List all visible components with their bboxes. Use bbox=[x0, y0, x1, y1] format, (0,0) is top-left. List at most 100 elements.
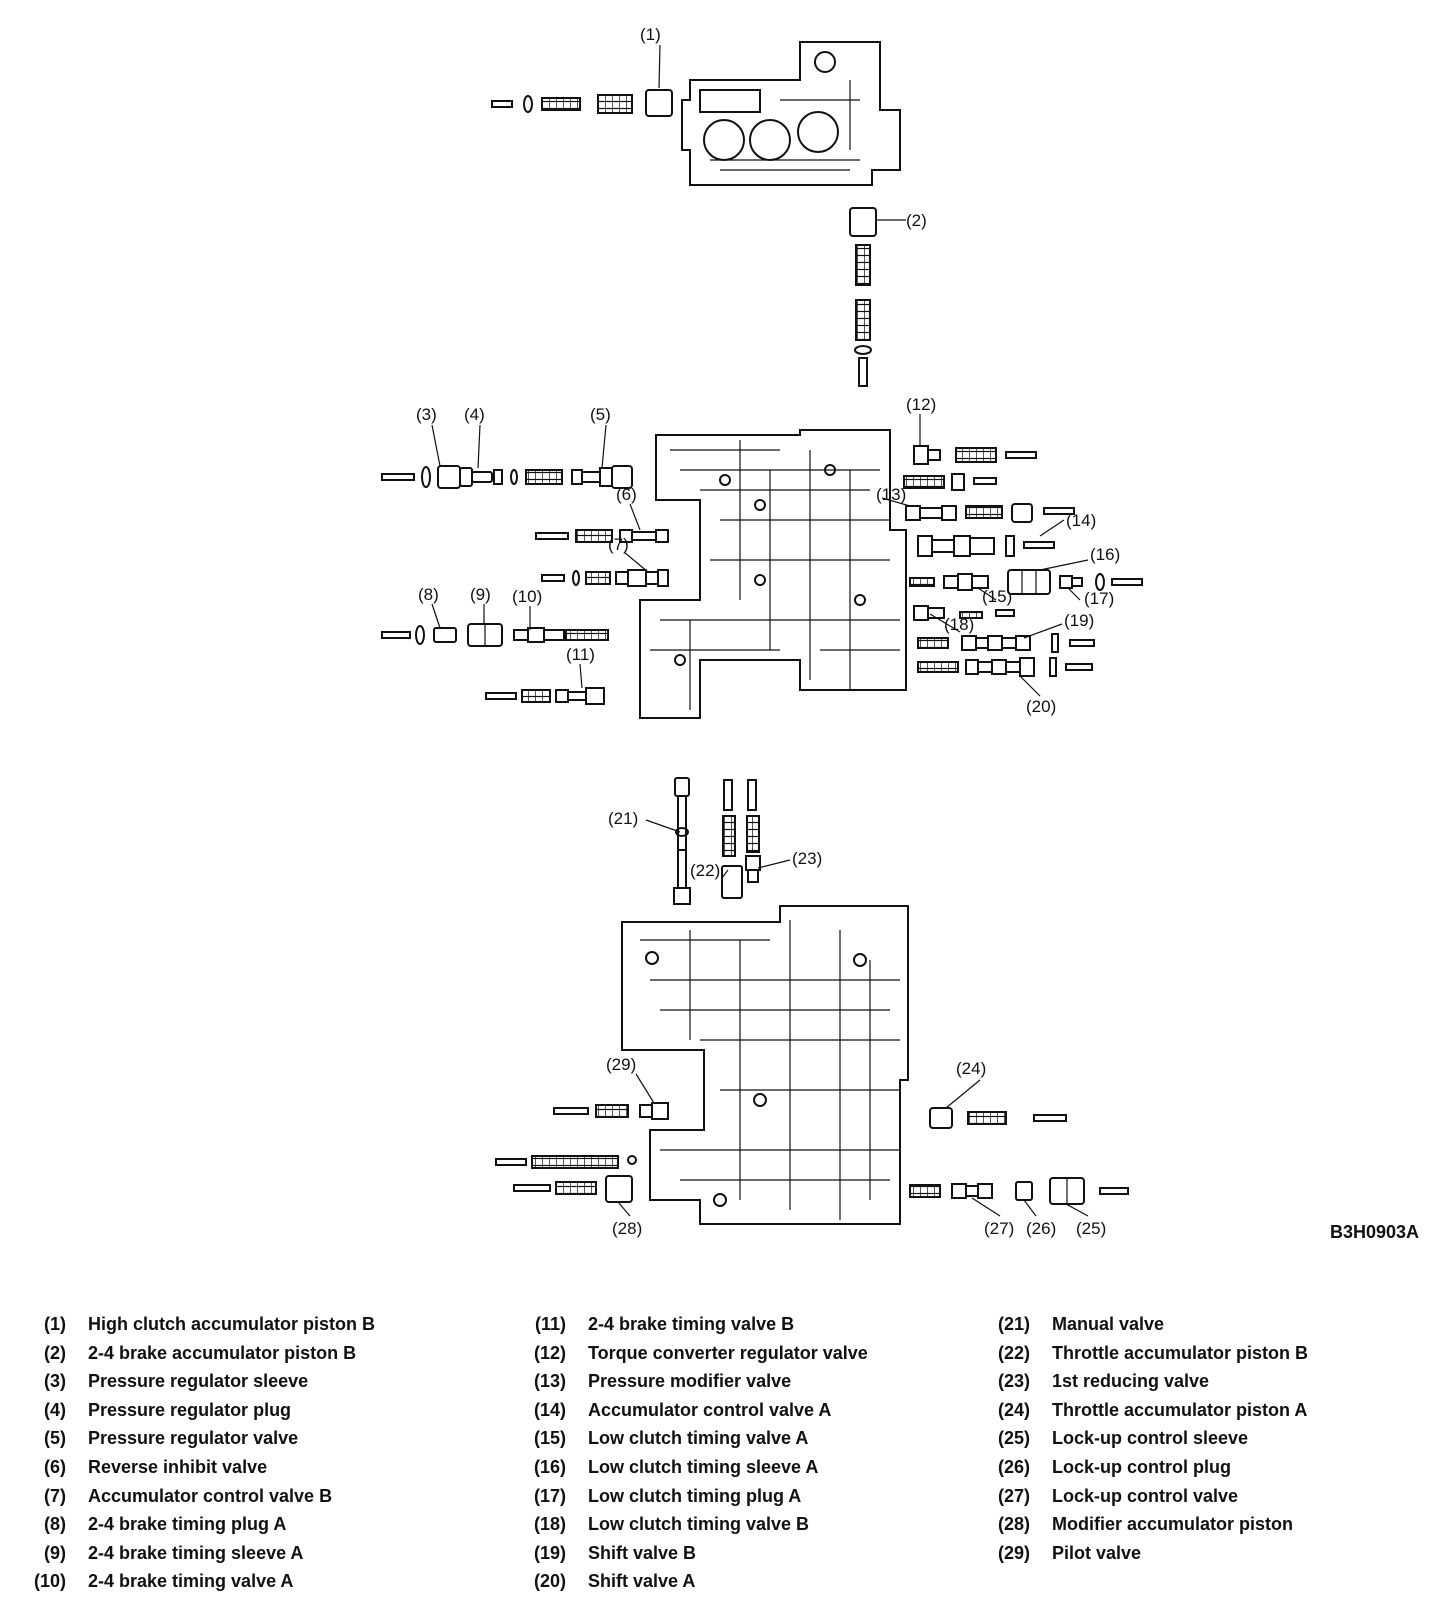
callout-label: (13) bbox=[876, 485, 906, 504]
right-valve-parts-12-to-20 bbox=[903, 445, 1143, 677]
legend-number: (24) bbox=[997, 1399, 1030, 1420]
lower-valve-body bbox=[621, 905, 909, 1225]
legend-number: (1) bbox=[44, 1314, 66, 1334]
legend-item: (10)2-4 brake timing valve A bbox=[18, 1567, 375, 1596]
legend-number: (23) bbox=[997, 1371, 1030, 1392]
part-2-2-4-brake-accumulator-piston-b bbox=[849, 207, 906, 387]
legend-label: 2-4 brake accumulator piston B bbox=[88, 1342, 357, 1363]
legend-label: 2-4 brake timing valve B bbox=[588, 1314, 795, 1334]
callout-label: (11) bbox=[566, 645, 595, 664]
legend-item: (14)Accumulator control valve A bbox=[518, 1396, 868, 1425]
callout-label: (2) bbox=[906, 211, 927, 230]
callout-label: (21) bbox=[608, 809, 638, 828]
legend-number: (6) bbox=[44, 1456, 66, 1477]
callout-label: (16) bbox=[1090, 545, 1120, 564]
callout-label: (27) bbox=[984, 1219, 1014, 1238]
legend-number: (4) bbox=[44, 1399, 66, 1420]
legend-label: 2-4 brake timing plug A bbox=[88, 1514, 287, 1535]
legend-number: (16) bbox=[533, 1456, 566, 1477]
legend-label: Pressure regulator valve bbox=[88, 1428, 299, 1449]
legend-number: (10) bbox=[33, 1571, 66, 1592]
legend-number: (7) bbox=[44, 1485, 66, 1506]
legend-item: (7)Accumulator control valve B bbox=[18, 1482, 375, 1511]
upper-valve-body bbox=[681, 41, 901, 186]
legend-label: Reverse inhibit valve bbox=[88, 1456, 268, 1477]
legend-label: Throttle accumulator piston B bbox=[1052, 1342, 1309, 1363]
callout-label: (17) bbox=[1084, 589, 1114, 608]
legend-label: Pressure regulator sleeve bbox=[88, 1371, 309, 1392]
legend-label: Throttle accumulator piston A bbox=[1052, 1399, 1308, 1420]
legend-item: (18) Low clutch timing valve B bbox=[518, 1510, 868, 1539]
callout-label: (28) bbox=[612, 1219, 642, 1238]
legend-label: 1st reducing valve bbox=[1052, 1371, 1210, 1392]
callout-label: (24) bbox=[956, 1059, 986, 1078]
legend-number: (13) bbox=[533, 1371, 566, 1392]
callout-label: (9) bbox=[470, 585, 491, 604]
callout-label: (15) bbox=[982, 587, 1012, 606]
legend-label: Pressure modifier valve bbox=[588, 1371, 792, 1392]
middle-valve-body bbox=[639, 429, 907, 719]
legend-item: (20) Shift valve A bbox=[518, 1567, 868, 1596]
legend-number: (15) bbox=[533, 1428, 566, 1449]
legend-label: Low clutch timing sleeve A bbox=[588, 1456, 819, 1477]
legend-item: (21) Manual valve bbox=[982, 1310, 1308, 1339]
callout-label: (19) bbox=[1064, 611, 1094, 630]
legend-item: (9)2-4 brake timing sleeve A bbox=[18, 1539, 375, 1568]
legend-label: Shift valve B bbox=[588, 1542, 697, 1563]
legend-item: (17)Low clutch timing plug A bbox=[518, 1482, 868, 1511]
legend-item: (28)Modifier accumulator piston bbox=[982, 1510, 1308, 1539]
legend-column-1: (1) High clutch accumulator piston B (2) 2… bbox=[18, 1310, 375, 1596]
legend-item: (1) High clutch accumulator piston B bbox=[18, 1310, 375, 1339]
legend-number: (9) bbox=[44, 1542, 66, 1563]
legend-number: (3) bbox=[44, 1371, 66, 1392]
legend-label: Shift valve A bbox=[588, 1571, 696, 1592]
legend-item: (25)Lock-up control sleeve bbox=[982, 1424, 1308, 1453]
callout-label: (29) bbox=[606, 1055, 636, 1074]
callout-label: (10) bbox=[512, 587, 542, 606]
legend-label: High clutch accumulator piston B bbox=[88, 1314, 376, 1334]
callout-label: (8) bbox=[418, 585, 439, 604]
legend-item: (5)Pressure regulator valve bbox=[18, 1424, 375, 1453]
legend-item: (8) 2-4 brake timing plug A bbox=[18, 1510, 375, 1539]
legend-item: (29)Pilot valve bbox=[982, 1539, 1308, 1568]
legend-item: (15) Low clutch timing valve A bbox=[518, 1424, 868, 1453]
legend-item: (3) Pressure regulator sleeve bbox=[18, 1367, 375, 1396]
legend-label: Lock-up control sleeve bbox=[1052, 1428, 1249, 1449]
legend-number: (17) bbox=[533, 1485, 566, 1506]
legend-number: (20) bbox=[533, 1571, 566, 1592]
legend-label: Manual valve bbox=[1052, 1314, 1165, 1334]
legend-number: (21) bbox=[997, 1314, 1030, 1334]
legend-number: (29) bbox=[997, 1542, 1030, 1563]
legend-label: Lock-up control plug bbox=[1052, 1456, 1231, 1477]
legend-item: (13) Pressure modifier valve bbox=[518, 1367, 868, 1396]
callout-label: (3) bbox=[416, 405, 437, 424]
legend-item: (27)Lock-up control valve bbox=[982, 1482, 1308, 1511]
legend-number: (11) bbox=[534, 1314, 566, 1334]
figure-code: B3H0903A bbox=[1330, 1222, 1420, 1242]
legend-number: (12) bbox=[533, 1342, 566, 1363]
legend-item: (24) Throttle accumulator piston A bbox=[982, 1396, 1308, 1425]
legend-label: Modifier accumulator piston bbox=[1052, 1514, 1294, 1535]
legend-number: (8) bbox=[44, 1514, 66, 1535]
legend-column-3: (21)Manual valve (22)Throttle accumulato… bbox=[982, 1310, 1308, 1567]
legend-item: (26)Lock-up control plug bbox=[982, 1453, 1308, 1482]
legend-number: (27) bbox=[997, 1485, 1030, 1506]
callout-label: (20) bbox=[1026, 697, 1056, 716]
legend-label: Pressure regulator plug bbox=[88, 1399, 292, 1420]
exploded-valve-body-diagram: (1) (2) (3) (4) (5) (6) (7) (8) (9) (10)… bbox=[381, 25, 1143, 1238]
legend-item: (16) Low clutch timing sleeve A bbox=[518, 1453, 868, 1482]
legend-item: (12)Torque converter regulator valve bbox=[518, 1339, 868, 1368]
callout-label: (25) bbox=[1076, 1219, 1106, 1238]
callout-label: (18) bbox=[944, 615, 974, 634]
left-valve-parts-3-to-11 bbox=[381, 465, 669, 705]
legend-item: (6) Reverse inhibit valve bbox=[18, 1453, 375, 1482]
callout-label: (4) bbox=[464, 405, 485, 424]
legend-number: (14) bbox=[533, 1399, 566, 1420]
legend-label: Low clutch timing valve A bbox=[588, 1428, 809, 1449]
callout-label: (5) bbox=[590, 405, 611, 424]
callout-label: (23) bbox=[792, 849, 822, 868]
legend-number: (2) bbox=[44, 1342, 66, 1363]
callout-label: (6) bbox=[616, 485, 637, 504]
legend-label: Low clutch timing valve B bbox=[588, 1514, 810, 1535]
legend-number: (18) bbox=[533, 1514, 566, 1535]
